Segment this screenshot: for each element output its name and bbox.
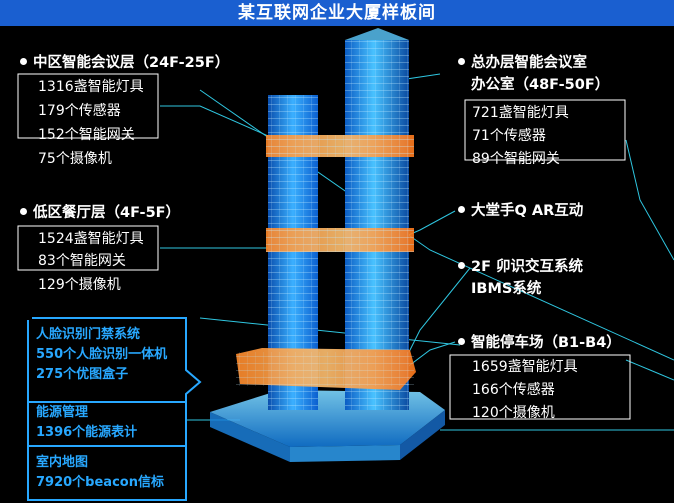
podium-side-left: [210, 412, 290, 462]
callout-2f-heading-2: IBMS系统: [471, 281, 542, 297]
panel-text: 550个人脸识别一体机: [36, 347, 168, 362]
bullet-dot-icon: [20, 57, 27, 65]
callout-line-text: 1524盏智能灯具: [38, 231, 144, 247]
callout-line-text: 179个传感器: [38, 103, 121, 119]
tower-right-roof: [345, 28, 409, 40]
frame-mid: [17, 73, 159, 139]
callout-mid-zone-heading: 中区智能会议层（24F-25F）: [20, 54, 229, 72]
callout-line-text: 120个摄像机: [472, 405, 555, 421]
frame-exec: [464, 99, 626, 161]
callout-lobby-heading: 大堂手Q AR互动: [458, 202, 583, 220]
bullet-dot-icon: [458, 205, 465, 213]
bullet-dot-icon: [458, 57, 465, 65]
callout-line-text: 721盏智能灯具: [472, 105, 569, 121]
page-title: 某互联网企业大厦样板间: [0, 0, 674, 26]
podium-side-right: [400, 410, 445, 460]
bullet-dot-icon: [458, 337, 465, 345]
callout-line-text: 1659盏智能灯具: [472, 359, 578, 375]
callout-line-text: 71个传感器: [472, 128, 546, 144]
bullet-dot-icon: [458, 261, 465, 269]
callout-line-text: 75个摄像机: [38, 151, 112, 167]
podium-side-front: [290, 445, 400, 462]
callout-line-text: 166个传感器: [472, 382, 555, 398]
callout-parking-heading: 智能停车场（B1-B4）: [458, 334, 621, 352]
panel-text: 室内地图: [36, 455, 89, 470]
panel-text: 275个优图盒子: [36, 367, 129, 382]
callout-line-right-2: [625, 359, 674, 381]
panel-outline-left: [27, 320, 187, 501]
callout-line-right-1: [625, 139, 674, 261]
callout-line-text: 83个智能网关: [38, 253, 126, 269]
callout-exec-heading-2: 办公室（48F-50F）: [471, 77, 610, 93]
callout-line-text: 1316盏智能灯具: [38, 79, 144, 95]
callout-low-zone-heading: 低区餐厅层（4F-5F）: [20, 204, 180, 222]
callout-line-text: 129个摄像机: [38, 277, 121, 293]
panel-text: 1396个能源表计: [36, 425, 138, 440]
bullet-dot-icon: [20, 207, 27, 215]
callout-2f-heading: 2F 卯识交互系统: [458, 258, 583, 276]
panel-text: 能源管理: [36, 405, 89, 420]
callout-line-text: 152个智能网关: [38, 127, 135, 143]
panel-text: 7920个beacon信标: [36, 475, 164, 490]
callout-line-faceid: [199, 317, 461, 346]
callout-frames: [17, 73, 631, 420]
frame-parking: [449, 354, 631, 420]
panel-text: 人脸识别门禁系统: [36, 327, 141, 342]
panel-outline-top: [32, 317, 202, 402]
callout-line-text: 89个智能网关: [472, 151, 560, 167]
callout-exec-heading: 总办层智能会议室: [458, 54, 587, 72]
frame-low: [17, 225, 159, 271]
